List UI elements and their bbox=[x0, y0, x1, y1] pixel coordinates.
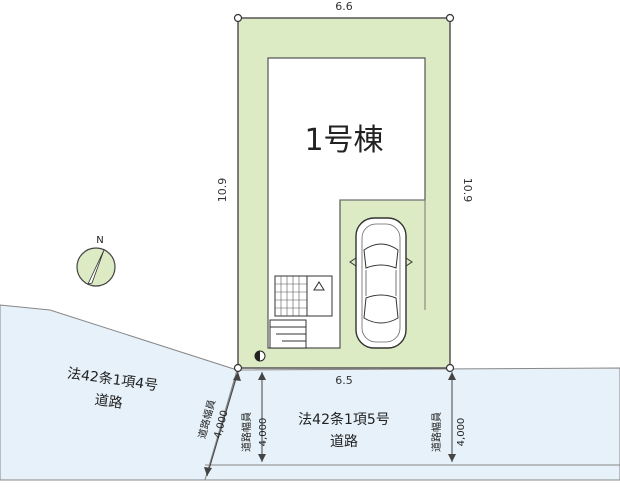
car-icon bbox=[349, 217, 413, 349]
corner-marker bbox=[445, 363, 455, 373]
entrance-porch bbox=[306, 275, 333, 317]
parking-outline bbox=[340, 199, 426, 310]
road-right-width-label: 道路幅員 bbox=[430, 412, 443, 452]
dimension-right: 10.9 bbox=[461, 178, 474, 203]
building-label: 1号棟 bbox=[304, 123, 383, 158]
road-bottom-kind: 道路 bbox=[330, 434, 358, 450]
door-marker-icon bbox=[313, 281, 325, 291]
road-left-kind: 道路 bbox=[94, 392, 124, 412]
road-bottom-width-label: 道路幅員 bbox=[240, 412, 253, 452]
corner-marker bbox=[233, 363, 243, 373]
compass-north-label: N bbox=[96, 235, 103, 246]
corner-marker bbox=[445, 13, 455, 23]
dimension-bottom: 6.5 bbox=[335, 374, 353, 387]
road-bottom-type: 法42条1項5号 bbox=[298, 411, 390, 428]
compass-icon: N bbox=[76, 235, 116, 287]
entrance-steps bbox=[269, 319, 307, 349]
entrance-tile-grid bbox=[275, 276, 307, 316]
road-bottom-width-value: 4,000 bbox=[258, 418, 269, 447]
corner-marker bbox=[233, 13, 243, 23]
road-left bbox=[0, 304, 238, 481]
dimension-left: 10.9 bbox=[216, 178, 229, 203]
entrance-floor bbox=[274, 275, 308, 317]
road-bottom bbox=[204, 367, 620, 481]
road-right-width-value: 4,000 bbox=[456, 418, 467, 447]
dimension-top: 6.6 bbox=[335, 0, 353, 13]
